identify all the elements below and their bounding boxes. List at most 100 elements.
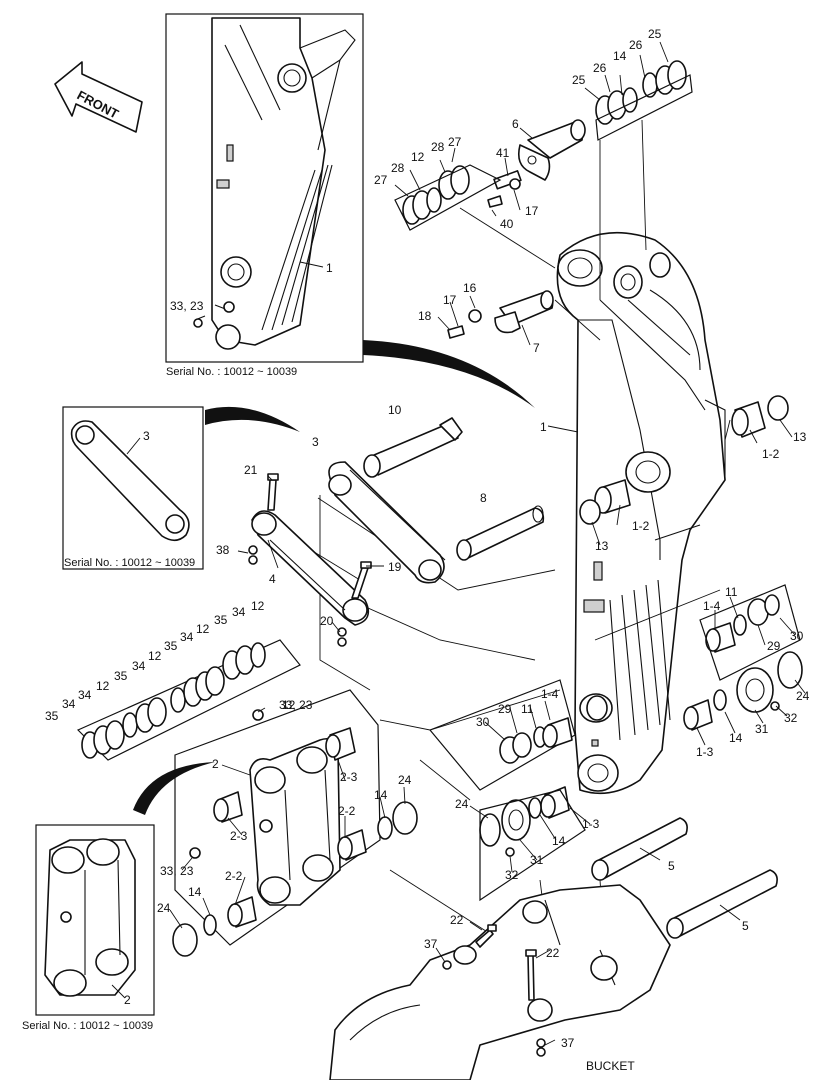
callout-label: 27 <box>448 135 462 149</box>
callout-label: 37 <box>561 1036 575 1050</box>
callout-label: 24 <box>796 689 810 703</box>
callout-label: 14 <box>552 834 566 848</box>
callout-label: 2-3 <box>230 829 248 843</box>
callout-label: 18 <box>418 309 432 323</box>
callout-label: 34 <box>180 630 194 644</box>
callout-label: 14 <box>613 49 627 63</box>
callout-label: 33, 23 <box>279 698 313 712</box>
callout-label: 32 <box>505 868 519 882</box>
callout-label: 35 <box>164 639 178 653</box>
callout-label: 8 <box>480 491 487 505</box>
callout-label: 12 <box>96 679 110 693</box>
callout-label: 30 <box>790 629 804 643</box>
callout-label: 22 <box>546 946 560 960</box>
inset-bucket-link-serial-variant: Serial No. : 10012 ~ 10039 <box>22 824 155 1032</box>
callout-label: 1-4 <box>703 599 721 613</box>
callout-label: 2 <box>212 757 219 771</box>
front-direction-arrow: FRONT <box>54 61 143 133</box>
callout-label: 19 <box>388 560 402 574</box>
serial-note-2: Serial No. : 10012 ~ 10039 <box>22 1020 153 1032</box>
callout-label: 4 <box>269 572 276 586</box>
callout-label: 1 <box>326 261 333 275</box>
callout-label: 1-2 <box>632 519 650 533</box>
callout-label: 7 <box>533 341 540 355</box>
callout-label: 10 <box>388 403 402 417</box>
callout-label: 37 <box>424 937 438 951</box>
callout-label: 25 <box>648 27 662 41</box>
callout-label: 11 <box>725 585 738 599</box>
callout-label: 2 <box>124 993 131 1007</box>
seal-and-shim-group <box>76 639 301 761</box>
serial-note-1: Serial No. : 10012 ~ 10039 <box>166 366 297 378</box>
callout-label: 24 <box>157 901 171 915</box>
inset-link-frame <box>62 406 204 570</box>
bucket-and-pins: BUCKET <box>329 817 778 1080</box>
callout-label: 1-3 <box>696 745 714 759</box>
callout-label: 29 <box>767 639 781 653</box>
callout-label: 35 <box>214 613 228 627</box>
callout-label: 1-2 <box>762 447 780 461</box>
callout-label: 28 <box>391 161 405 175</box>
callout-label: 2-2 <box>225 869 243 883</box>
callout-label: 2-2 <box>338 804 356 818</box>
callout-label: 27 <box>374 173 388 187</box>
inset-arm-frame <box>165 13 364 363</box>
callout-label: 30 <box>476 715 490 729</box>
callout-label: 11 <box>521 702 534 716</box>
callout-label: 24 <box>398 773 412 787</box>
callout-label: 35 <box>114 669 128 683</box>
callout-leader-lines <box>169 41 806 1046</box>
callout-label: 14 <box>188 885 202 899</box>
callout-numbers: 25 26 14 25 26 6 27 28 12 28 27 41 40 17… <box>45 27 810 1050</box>
callout-label: 1-4 <box>541 687 559 701</box>
callout-label: 3 <box>312 435 319 449</box>
callout-label: 24 <box>455 797 469 811</box>
callout-label: 12 <box>148 649 162 663</box>
serial-note-3: Serial No. : 10012 ~ 10039 <box>64 557 195 569</box>
callout-label: 34 <box>232 605 246 619</box>
upper-pins-and-bushings <box>394 60 693 339</box>
callout-label: 14 <box>729 731 743 745</box>
callout-label: 17 <box>443 293 457 307</box>
callout-label: 34 <box>62 697 76 711</box>
inset-link-serial-variant: Serial No. : 10012 ~ 10039 <box>62 406 204 570</box>
callout-label: 13 <box>793 430 807 444</box>
callout-label: 12 <box>251 599 265 613</box>
callout-label: 16 <box>463 281 477 295</box>
callout-label: 26 <box>629 38 643 52</box>
callout-label: 5 <box>742 919 749 933</box>
callout-label: 32 <box>784 711 798 725</box>
callout-label: 41 <box>496 146 510 160</box>
callout-label: 40 <box>500 217 514 231</box>
callout-label: 33, 23 <box>160 864 194 878</box>
callout-label: 1 <box>540 420 547 434</box>
callout-label: 29 <box>498 702 512 716</box>
callout-label: 33, 23 <box>170 299 204 313</box>
bucket-label: BUCKET <box>586 1059 635 1073</box>
callout-label: 6 <box>512 117 519 131</box>
bucket-link-assembly <box>172 689 418 957</box>
callout-label: 25 <box>572 73 586 87</box>
callout-label: 34 <box>132 659 146 673</box>
callout-label: 22 <box>450 913 464 927</box>
callout-label: 14 <box>374 788 388 802</box>
callout-label: 17 <box>525 204 539 218</box>
callout-label: 20 <box>320 614 334 628</box>
inset-arm-serial-variant: Serial No. : 10012 ~ 10039 <box>165 13 364 378</box>
callout-label: 31 <box>755 722 769 736</box>
inset-pointer-swoops <box>133 340 535 815</box>
callout-label: 38 <box>216 543 230 557</box>
callout-label: 31 <box>530 853 544 867</box>
callout-label: 2-3 <box>340 770 358 784</box>
right-side-bushings <box>429 395 803 902</box>
callout-label: 21 <box>244 463 258 477</box>
links-and-pins <box>248 417 545 647</box>
callout-label: 12 <box>411 150 425 164</box>
callout-label: 13 <box>595 539 609 553</box>
callout-label: 12 <box>196 622 210 636</box>
callout-label: 34 <box>78 688 92 702</box>
callout-label: 1-3 <box>582 817 600 831</box>
callout-label: 3 <box>143 429 150 443</box>
